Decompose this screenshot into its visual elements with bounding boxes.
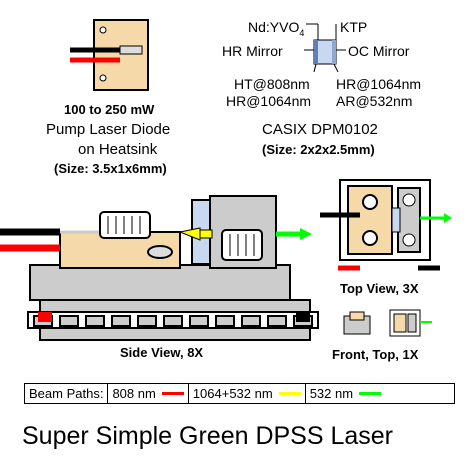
diode-mount-label: on Heatsink <box>78 141 158 158</box>
casix-size-label: (Size: 2x2x2.5mm) <box>262 142 375 157</box>
legend-label: 808 nm <box>112 386 156 401</box>
legend-swatch <box>278 392 301 395</box>
beam-legend: Beam Paths: 808 nm 1064+532 nm 532 nm <box>24 383 455 404</box>
diode-name-label: Pump Laser Diode <box>46 121 171 138</box>
side-base-plate <box>39 299 311 313</box>
ht808-label: HT@808nm <box>234 76 310 92</box>
hr1064-right-label: HR@1064nm <box>336 76 422 92</box>
top-view-label: Top View, 3X <box>340 281 419 296</box>
legend-label: 532 nm <box>309 386 354 401</box>
page-title: Super Simple Green DPSS Laser <box>22 422 394 450</box>
legend-swatch <box>359 392 382 395</box>
hr1064-left-label: HR@1064nm <box>226 93 312 109</box>
side-view-illustration <box>0 195 319 341</box>
casix-label: CASIX DPM0102 <box>262 121 378 138</box>
legend-item: 1064+532 nm <box>189 384 306 403</box>
side-beam-808 <box>178 227 201 241</box>
front-view-label: Front, Top, 1X <box>332 347 419 362</box>
legend-label: 1064+532 nm <box>192 386 273 401</box>
ktp-label: KTP <box>340 19 368 35</box>
legend-item: 808 nm <box>108 384 189 403</box>
side-view-label: Side View, 8X <box>120 345 204 360</box>
legend-heading: Beam Paths: <box>29 386 104 401</box>
top-view-illustration <box>320 179 452 271</box>
diode-can <box>119 45 143 55</box>
legend-heading-cell: Beam Paths: <box>25 384 109 403</box>
pump-diode-illustration <box>70 19 149 91</box>
diode-power-label: 100 to 250 mW <box>64 102 155 117</box>
front-top-illustration <box>343 309 432 337</box>
crystal-illustration <box>304 23 346 73</box>
crystal-material-label: Nd:YVO4 <box>248 19 305 38</box>
hr-mirror-label: HR Mirror <box>222 43 283 59</box>
legend-item: 532 nm <box>306 384 385 403</box>
oc-mirror-label: OC Mirror <box>348 43 410 59</box>
diode-size-label: (Size: 3.5x1x6mm) <box>54 161 167 176</box>
side-body <box>29 264 291 301</box>
ar532-label: AR@532nm <box>336 93 413 109</box>
legend-swatch <box>161 392 184 395</box>
